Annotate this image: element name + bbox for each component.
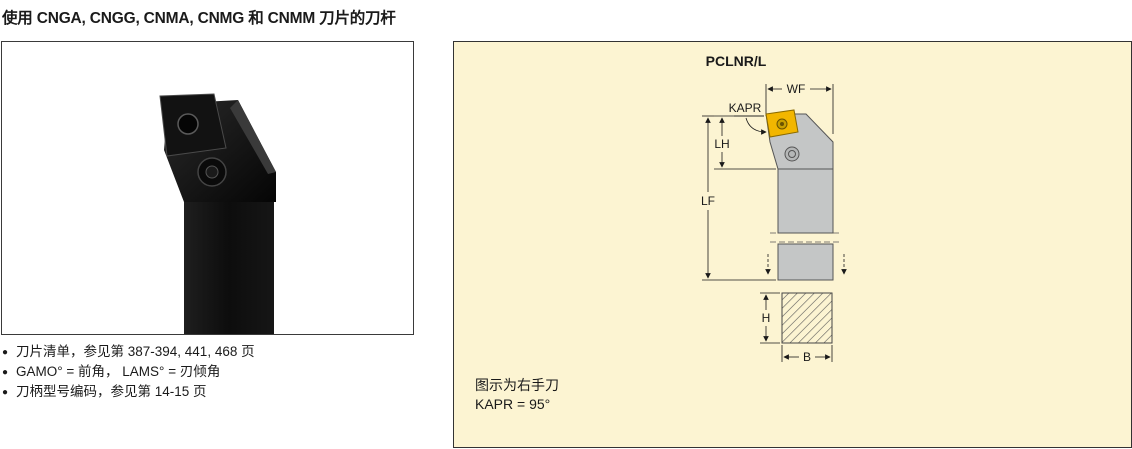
holder-shank xyxy=(777,168,834,234)
toolholder-drawing: WF KAPR LH LF xyxy=(701,82,847,364)
bullet-icon: ● xyxy=(2,387,9,398)
diagram-panel: PCLNR/L WF KAPR xyxy=(453,41,1132,448)
section-hatch xyxy=(781,292,833,344)
insert-screw-icon xyxy=(177,113,199,135)
lh-label: LH xyxy=(714,137,729,151)
holder-shank-end xyxy=(777,243,834,281)
note-text: 刀片清单，参见第 387-394, 441, 468 页 xyxy=(16,344,255,359)
bullet-icon: ● xyxy=(2,347,9,358)
clamp-screw-icon xyxy=(784,146,800,162)
page-title: 使用 CNGA, CNGG, CNMA, CNMG 和 CNMM 刀片的刀杆 xyxy=(2,10,396,27)
kapr-label: KAPR xyxy=(729,101,762,115)
bullet-icon: ● xyxy=(2,367,9,378)
wf-label: WF xyxy=(787,82,806,96)
kapr-arc xyxy=(745,117,767,135)
h-label: H xyxy=(762,311,771,325)
toolholder-photo-frame xyxy=(1,41,414,335)
b-label: B xyxy=(803,350,811,364)
list-item: ● GAMO° = 前角， LAMS° = 刃倾角 xyxy=(2,362,255,382)
note-text: 刀柄型号编码，参见第 14-15 页 xyxy=(16,384,207,399)
toolholder-photo xyxy=(159,93,276,334)
list-item: ● 刀片清单，参见第 387-394, 441, 468 页 xyxy=(2,342,255,362)
diagram-caption: 图示为右手刀 KAPR = 95° xyxy=(475,376,559,414)
note-text: GAMO° = 前角， LAMS° = 刃倾角 xyxy=(16,364,221,379)
lf-label: LF xyxy=(701,194,715,208)
caption-line: KAPR = 95° xyxy=(475,396,551,412)
notes-list: ● 刀片清单，参见第 387-394, 441, 468 页 ● GAMO° = 前… xyxy=(2,342,255,402)
list-item: ● 刀柄型号编码，参见第 14-15 页 xyxy=(2,382,255,402)
caption-line: 图示为右手刀 xyxy=(475,377,559,393)
diagram-title: PCLNR/L xyxy=(705,53,767,69)
